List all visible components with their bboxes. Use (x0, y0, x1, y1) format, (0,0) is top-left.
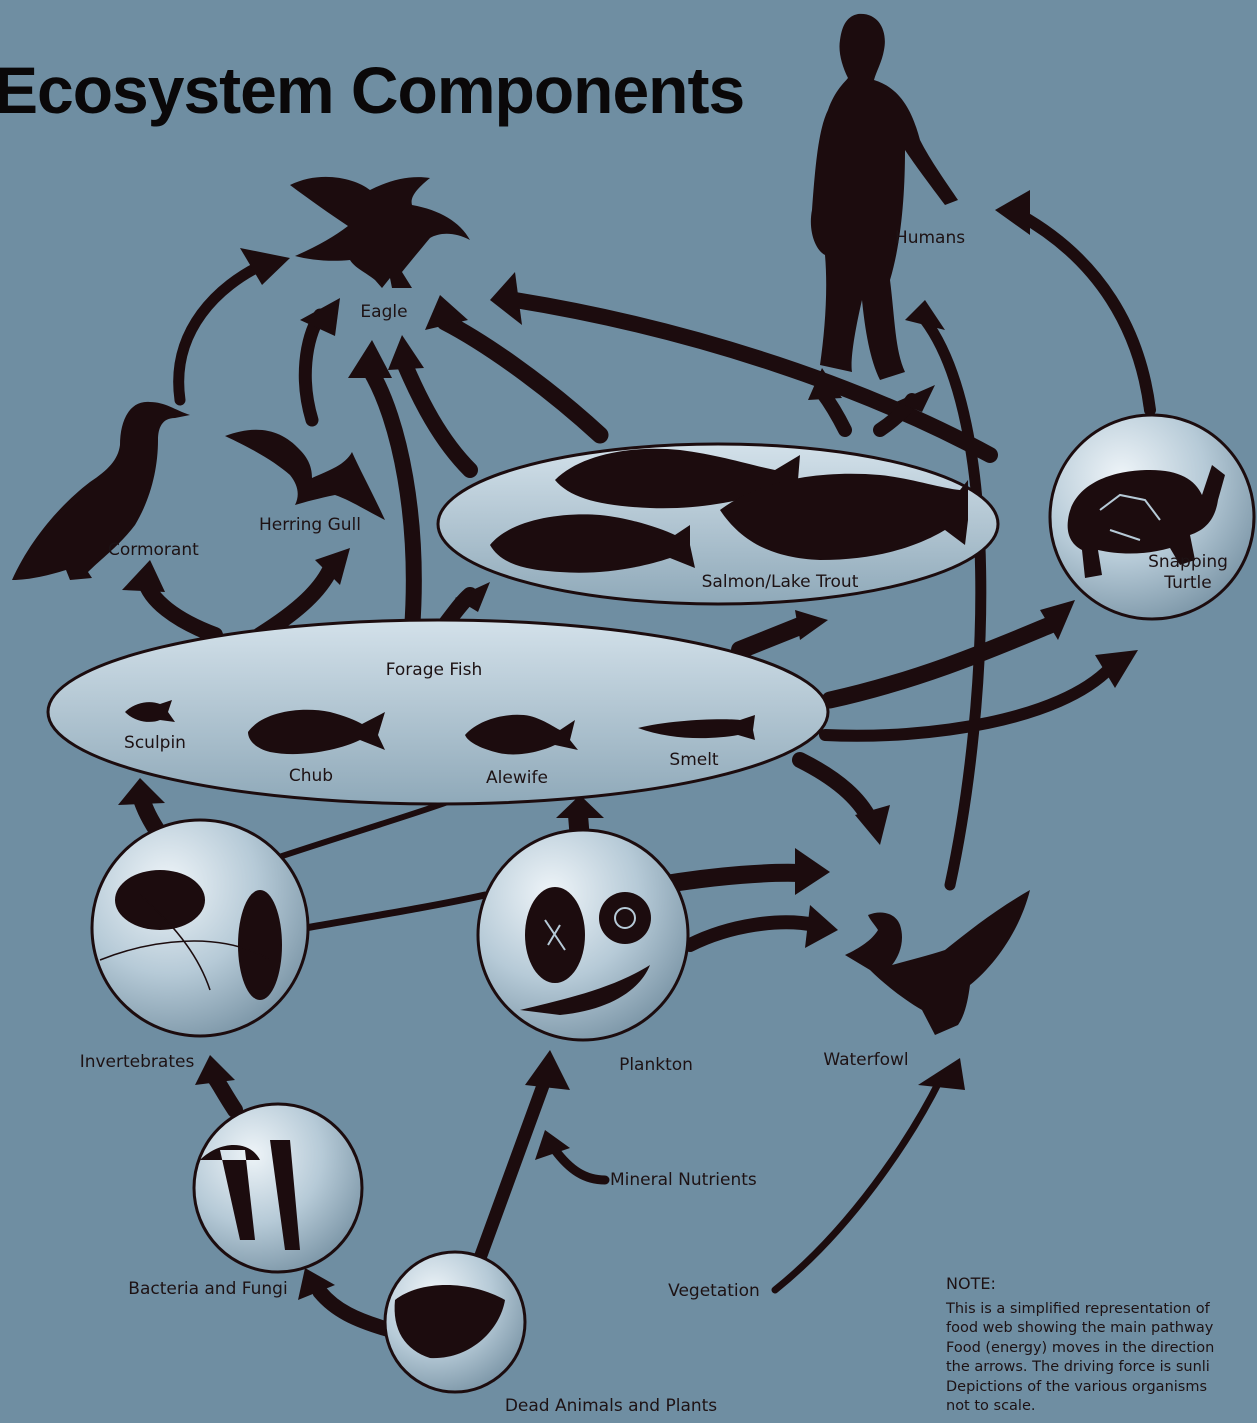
label-dead-animals-and-plants: Dead Animals and Plants (505, 1396, 717, 1416)
label-forage-fish: Forage Fish (386, 660, 483, 680)
arrow-forage-to-turtle-b (825, 668, 1110, 736)
amphipod-icon (115, 870, 205, 930)
label-cormorant: Cormorant (108, 540, 199, 560)
label-snapping-turtle-line1: Snapping (1148, 552, 1228, 572)
arrow-bacteria-to-invert (215, 1078, 235, 1110)
arrowhead (995, 190, 1030, 235)
arrow-forage-to-waterfowl (800, 760, 870, 820)
arrow-forage-to-salmon-b (740, 624, 805, 650)
shrimp-icon (238, 890, 282, 1000)
note-heading: NOTE: (946, 1274, 1257, 1294)
arrow-waterfowl-to-humans (925, 320, 981, 885)
arrowhead (348, 340, 392, 378)
arrow-gull-to-eagle (305, 315, 320, 420)
diatom-icon (599, 892, 651, 944)
arrowhead (525, 1050, 570, 1090)
arrow-nutrients-to-plankton (555, 1150, 605, 1180)
label-waterfowl: Waterfowl (823, 1050, 908, 1070)
waterfowl-icon (845, 890, 1030, 1035)
arrowhead (805, 905, 838, 948)
label-sculpin: Sculpin (124, 733, 186, 753)
label-bacteria-and-fungi: Bacteria and Fungi (128, 1279, 287, 1299)
page-title: Ecosystem Components (0, 52, 744, 128)
arrow-salmon-to-eagle-a (405, 365, 470, 470)
arrowhead (795, 848, 830, 895)
arrow-forage-to-turtle-a (830, 625, 1050, 700)
arrowhead (118, 778, 165, 805)
arrow-dead-to-plankton (480, 1080, 545, 1258)
label-invertebrates: Invertebrates (80, 1052, 195, 1072)
arrowhead (122, 560, 165, 592)
eagle-icon (290, 177, 470, 288)
herring-gull-icon (225, 430, 385, 520)
label-chub: Chub (289, 766, 333, 786)
note-line: the arrows. The driving force is sunli (946, 1358, 1257, 1378)
arrow-cormorant-to-eagle (179, 265, 262, 400)
arrow-vegetation-to-waterfowl (775, 1080, 940, 1290)
note-line: food web showing the main pathway (946, 1319, 1257, 1339)
arrow-plankton-to-waterfowl-a (660, 873, 800, 885)
arrow-plankton-to-waterfowl-b (690, 922, 815, 945)
arrowhead (490, 272, 522, 325)
label-mineral-nutrients: Mineral Nutrients (610, 1170, 757, 1190)
label-humans: Humans (895, 228, 965, 248)
label-herring-gull: Herring Gull (259, 515, 361, 535)
arrowhead (795, 610, 828, 640)
note-line: This is a simplified representation of (946, 1300, 1257, 1320)
arrow-salmon-to-eagle-b (445, 322, 600, 435)
note-line: Depictions of the various organisms (946, 1378, 1257, 1398)
label-vegetation: Vegetation (668, 1281, 760, 1301)
arrow-dead-to-bacteria (320, 1292, 390, 1330)
arrowhead (388, 335, 424, 370)
label-smelt: Smelt (669, 750, 718, 770)
line-invert-plankton (305, 895, 485, 928)
note-line: Food (energy) moves in the direction (946, 1339, 1257, 1359)
note-box: NOTE: This is a simplified representatio… (946, 1274, 1257, 1417)
label-snapping-turtle-line2: Turtle (1164, 573, 1211, 593)
arrow-turtle-to-humans (1020, 215, 1150, 410)
note-line: not to scale. (946, 1397, 1257, 1417)
label-eagle: Eagle (360, 302, 407, 322)
label-plankton: Plankton (619, 1055, 693, 1075)
arrowhead (195, 1055, 235, 1085)
arrowhead (918, 1058, 965, 1090)
arrow-forage-to-eagle (370, 370, 414, 630)
label-alewife: Alewife (486, 768, 548, 788)
label-salmon-lake-trout: Salmon/Lake Trout (702, 572, 859, 592)
